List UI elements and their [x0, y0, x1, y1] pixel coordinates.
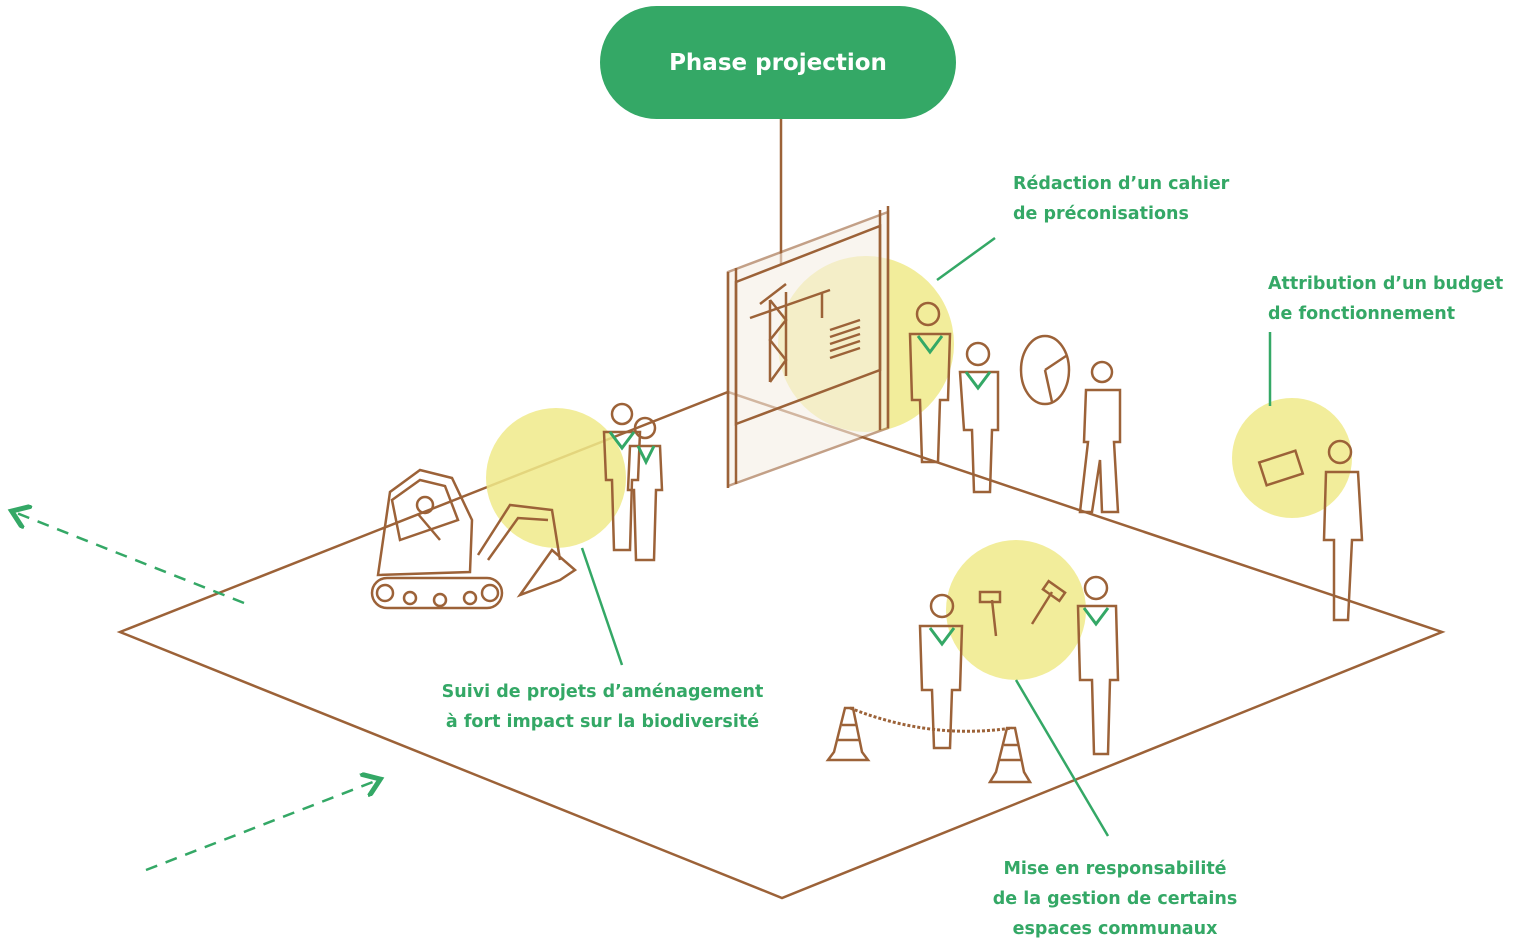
label-budget-line-2: de fonctionnement	[1268, 304, 1456, 324]
highlight-suivi	[486, 408, 626, 548]
excavator-icon	[370, 468, 578, 610]
label-suivi-line-2: à fort impact sur la biodiversité	[445, 712, 760, 732]
label-mise-line-2: de la gestion de certains	[992, 889, 1238, 909]
construction-board-icon	[726, 206, 890, 488]
label-budget-line-1: Attribution d’un budget	[1268, 274, 1504, 294]
label-suivi: Suivi de projets d’aménagement à fort im…	[420, 677, 785, 737]
label-mise-line-3: espaces communaux	[1012, 919, 1218, 939]
label-redaction-line-2: de préconisations	[1013, 204, 1189, 224]
label-suivi-line-1: Suivi de projets d’aménagement	[441, 682, 764, 702]
traffic-cone-icon	[825, 706, 871, 762]
dashed-arrow-icon	[145, 780, 378, 872]
label-mise: Mise en responsabilité de la gestion de …	[975, 854, 1255, 944]
label-redaction-line-1: Rédaction d’un cahier	[1013, 174, 1230, 194]
label-budget: Attribution d’un budget de fonctionnemen…	[1268, 269, 1503, 329]
highlight-budget	[1232, 398, 1352, 518]
rope	[849, 706, 1013, 733]
label-redaction: Rédaction d’un cahier de préconisations	[1013, 169, 1229, 229]
dashed-arrow-icon	[14, 512, 245, 605]
connector-suivi	[580, 547, 624, 666]
medal-icon	[608, 335, 1110, 647]
highlight-mise	[946, 540, 1086, 680]
traffic-cone-icon	[987, 726, 1033, 784]
label-mise-line-1: Mise en responsabilité	[1003, 859, 1227, 879]
connector-redaction	[936, 236, 996, 282]
connector-mise	[1014, 679, 1110, 837]
phase-title: Phase projection	[600, 6, 956, 119]
